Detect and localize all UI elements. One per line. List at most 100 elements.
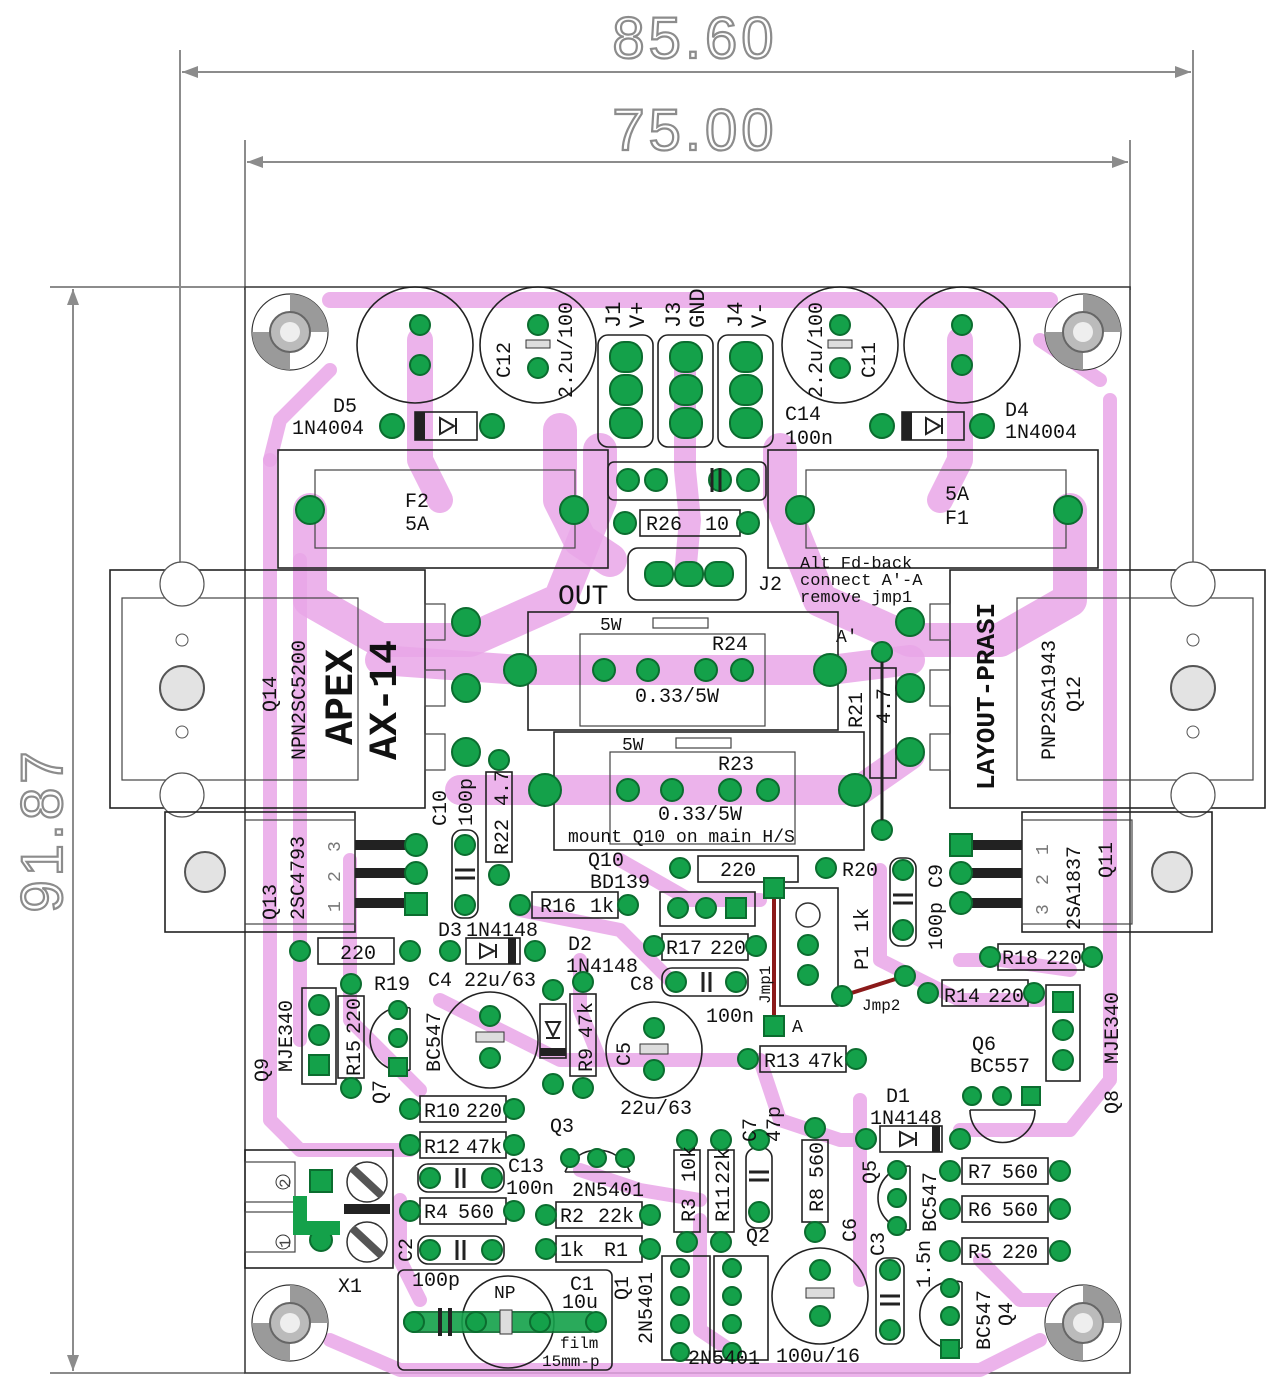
- q9-transistor: [301, 987, 337, 1085]
- c1-capacitor: [397, 1269, 613, 1371]
- r21-value: 4.7: [874, 688, 897, 724]
- r3-resistor: [673, 1129, 701, 1253]
- q7-part: BC547: [424, 1012, 447, 1072]
- q4-transistor: [919, 1278, 963, 1359]
- r9-resistor: [569, 971, 597, 1099]
- r11-value: 22k: [713, 1148, 736, 1184]
- d3-label: D3: [438, 920, 462, 943]
- r17-resistor: [643, 933, 767, 961]
- q14-transistor: [109, 561, 481, 818]
- q9-label: Q9: [252, 1058, 275, 1082]
- r16-value: 1k: [590, 896, 614, 919]
- r7-resistor: [939, 1157, 1071, 1185]
- q7-label: Q7: [370, 1080, 393, 1104]
- q12-part: PNP2SA1943: [1039, 640, 1062, 760]
- r21-resistor: [869, 641, 897, 841]
- x1-pin2: 2: [277, 1178, 295, 1188]
- j4-voltage: V-: [748, 302, 773, 328]
- q1-label: Q1: [612, 1276, 635, 1300]
- brand-ax14: AX-14: [364, 640, 409, 760]
- q3-label: Q3: [550, 1116, 574, 1139]
- dimension-outer-width: 85.60: [612, 6, 777, 71]
- q11-pin2: 2: [1034, 874, 1054, 885]
- brand-apex: APEX: [320, 649, 365, 745]
- f2-value: 5A: [405, 514, 429, 537]
- r20-label: R20: [842, 860, 878, 883]
- q10-part: BD139: [590, 872, 650, 895]
- r1-value: 1k: [560, 1240, 584, 1263]
- q2-label: Q2: [746, 1226, 770, 1249]
- q11-transistor: [949, 811, 1213, 933]
- c6-capacitor: [771, 1247, 869, 1345]
- r2-resistor: [535, 1201, 661, 1229]
- d4-label: D4: [1005, 400, 1029, 423]
- q13-part: 2SC4793: [288, 836, 311, 920]
- d3-diode: [439, 937, 546, 965]
- r-left-220-value: 220: [340, 943, 376, 966]
- q4-part: BC547: [974, 1290, 997, 1350]
- c5-value: 22u/63: [620, 1098, 692, 1121]
- c13-label: C13: [508, 1156, 544, 1179]
- q8-transistor: [1045, 984, 1081, 1082]
- c9-value: 100p: [926, 902, 949, 950]
- q13-pin3: 3: [326, 841, 346, 852]
- r12-resistor: [399, 1131, 525, 1159]
- r17-label: R17: [666, 938, 702, 961]
- q6-transistor: [962, 1086, 1041, 1144]
- r26-label: R26: [646, 514, 682, 537]
- c9-label: C9: [926, 864, 949, 888]
- r12-value: 47k: [466, 1137, 502, 1160]
- p1-trimmer[interactable]: [779, 887, 839, 1007]
- c7-label: C7: [740, 1118, 763, 1142]
- j3-voltage: GND: [686, 288, 711, 328]
- q13-transistor: [164, 811, 428, 933]
- dimension-height: 91.87: [10, 747, 75, 912]
- r1-label: R1: [604, 1240, 628, 1263]
- j4-label: J4: [724, 302, 749, 328]
- q14-part: NPN2SC5200: [289, 640, 312, 760]
- q2-part: 2N5401: [688, 1348, 760, 1371]
- j3-connector[interactable]: [657, 334, 714, 448]
- copper-traces: [263, 292, 1117, 1377]
- c5-label: C5: [614, 1042, 637, 1066]
- q9-part: MJE340: [276, 1000, 299, 1072]
- x1-terminal[interactable]: [244, 1149, 394, 1269]
- r6-label: R6: [968, 1200, 992, 1223]
- q8-label: Q8: [1102, 1090, 1125, 1114]
- r14-resistor: [917, 979, 1045, 1007]
- c6-value: 100u/16: [776, 1346, 860, 1369]
- c6-label: C6: [840, 1218, 863, 1242]
- j4-connector[interactable]: [717, 334, 774, 448]
- alt-feedback-1: Alt Fd-back: [800, 555, 912, 574]
- j1-connector[interactable]: [597, 334, 654, 448]
- f2-label: F2: [405, 491, 429, 514]
- q12-transistor: [895, 561, 1266, 818]
- jmp2-label: Jmp2: [862, 997, 900, 1015]
- a-prime-label: A': [836, 628, 858, 648]
- r12-label: R12: [424, 1137, 460, 1160]
- r14-label: R14: [944, 986, 980, 1009]
- r8-resistor: [801, 1117, 829, 1243]
- c12-label: C12: [494, 342, 517, 378]
- r18-resistor: [979, 943, 1103, 971]
- mounting-hole-bottom-left: [251, 1284, 329, 1362]
- out-label: OUT: [558, 582, 608, 613]
- d4-value: 1N4004: [1005, 422, 1077, 445]
- q1-part: 2N5401: [636, 1272, 659, 1344]
- r26-resistor: [613, 509, 760, 537]
- j2-connector[interactable]: [627, 547, 747, 601]
- c1-value: 10u: [562, 1292, 598, 1315]
- q11-pin1: 1: [1034, 844, 1054, 855]
- r11-label: R11: [713, 1186, 736, 1222]
- r2-value: 22k: [598, 1206, 634, 1229]
- f1-value: 5A: [945, 484, 969, 507]
- c3-label: C3: [868, 1232, 891, 1256]
- c14-capacitor: [607, 461, 767, 501]
- r10-resistor: [399, 1095, 525, 1123]
- c2-label: C2: [396, 1238, 419, 1262]
- c3-value: 1.5n: [914, 1240, 937, 1288]
- c14-label: C14: [785, 404, 821, 427]
- f2-fuse: [277, 449, 609, 569]
- d5-value: 1N4004: [292, 418, 364, 441]
